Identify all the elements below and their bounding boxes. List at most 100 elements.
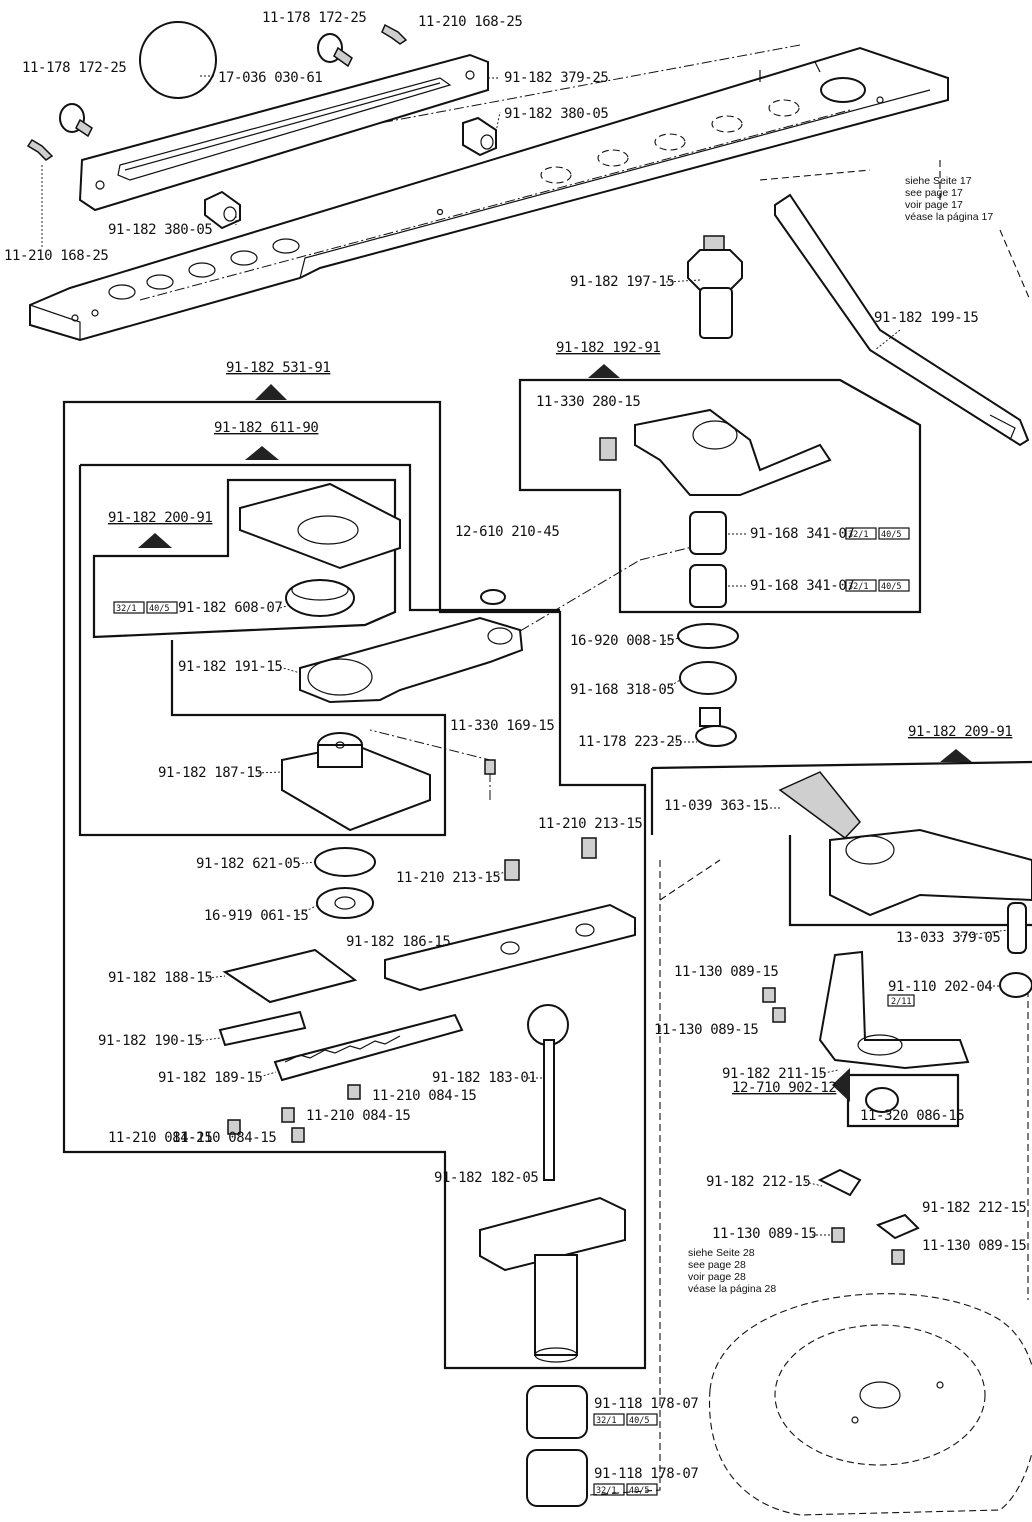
part-label: 91-182 379-25 xyxy=(504,70,608,86)
part-label: 91-182 182-05 xyxy=(434,1170,538,1186)
part-label: 91-182 199-15 xyxy=(874,310,978,326)
part-label: 11-130 089-15 xyxy=(674,964,778,980)
assembly-markers xyxy=(138,364,972,1102)
part-label: 91-182 212-15 xyxy=(922,1200,1026,1216)
part-label: 91-182 380-05 xyxy=(504,106,608,122)
stud-knob-icon xyxy=(59,103,93,138)
assembly-triangle-icon xyxy=(245,446,279,460)
page-ref-line: siehe Seite 28 xyxy=(688,1247,755,1259)
part-label: 16-920 008-15 xyxy=(570,633,674,649)
tag-box: 32/1 xyxy=(593,1483,625,1496)
assembly-label: 91-182 611-90 xyxy=(214,420,318,436)
part-label: 11-130 089-15 xyxy=(654,1022,758,1038)
tag-box: 40/5 xyxy=(878,527,910,540)
svg-text:32/1: 32/1 xyxy=(848,582,868,592)
tag-box: 32/1 xyxy=(113,601,145,614)
svg-text:40/5: 40/5 xyxy=(881,582,901,592)
tag-box: 2/11 xyxy=(887,994,915,1007)
part-label: 11-210 084-15 xyxy=(172,1130,276,1146)
left-assembly-parts xyxy=(218,482,636,1363)
part-label: 11-210 084-15 xyxy=(372,1088,476,1104)
part-label: 91-182 608-07 xyxy=(178,600,282,616)
right-parts xyxy=(526,408,1032,1516)
revision-tags: 32/1 40/5 32/1 40/5 32/1 40/5 2/11 32/1 … xyxy=(113,527,915,1496)
assembly-label: 91-182 531-91 xyxy=(226,360,330,376)
bushing-icon xyxy=(462,116,497,157)
part-label: 91-118 178-07 xyxy=(594,1466,698,1482)
svg-text:40/5: 40/5 xyxy=(629,1486,649,1496)
tag-box: 40/5 xyxy=(878,579,910,592)
part-label: 11-178 223-25 xyxy=(578,734,682,750)
page-ref-28: siehe Seite 28 see page 28 voir page 28 … xyxy=(688,1247,776,1295)
screw-icon xyxy=(381,23,408,45)
part-label: 16-919 061-15 xyxy=(204,908,308,924)
part-label: 11-178 172-25 xyxy=(22,60,126,76)
part-label: 91-182 191-15 xyxy=(178,659,282,675)
part-label: 13-033 379-05 xyxy=(896,930,1000,946)
part-label: 91-182 187-15 xyxy=(158,765,262,781)
assembly-triangle-icon xyxy=(138,533,172,548)
part-label: 11-320 086-15 xyxy=(860,1108,964,1124)
tag-box: 40/5 xyxy=(146,601,178,614)
part-label: 91-182 189-15 xyxy=(158,1070,262,1086)
svg-text:40/5: 40/5 xyxy=(629,1416,649,1426)
hex-bolt-icon xyxy=(687,235,743,339)
bushing-icon xyxy=(204,190,241,230)
part-label: 91-182 380-05 xyxy=(108,222,212,238)
part-label: 91-168 341-07 xyxy=(750,578,854,594)
part-label: 91-182 190-15 xyxy=(98,1033,202,1049)
part-label: 11-210 084-15 xyxy=(306,1108,410,1124)
page-ref-line: voir page 17 xyxy=(905,199,963,211)
part-label: 91-182 186-15 xyxy=(346,934,450,950)
assembly-triangle-icon xyxy=(940,749,972,762)
svg-text:32/1: 32/1 xyxy=(116,604,136,614)
part-label: 11-210 084-15 xyxy=(108,1130,212,1146)
svg-text:40/5: 40/5 xyxy=(149,604,169,614)
leader-lines xyxy=(41,77,1009,1236)
part-label: 91-118 178-07 xyxy=(594,1396,698,1412)
page-ref-line: voir page 28 xyxy=(688,1271,746,1283)
part-label: 11-210 168-25 xyxy=(4,248,108,264)
part-label: 91-182 197-15 xyxy=(570,274,674,290)
part-label: 91-168 318-05 xyxy=(570,682,674,698)
page-ref-17: siehe Seite 17 see page 17 voir page 17 … xyxy=(905,175,993,223)
part-label: 11-330 169-15 xyxy=(450,718,554,734)
part-label: 11-130 089-15 xyxy=(922,1238,1026,1254)
part-label: 91-182 183-01 xyxy=(432,1070,536,1086)
tag-box: 32/1 xyxy=(593,1413,625,1426)
assembly-label: 91-182 209-91 xyxy=(908,724,1012,740)
tag-box: 40/5 xyxy=(626,1413,658,1426)
part-label: 11-210 213-15 xyxy=(538,816,642,832)
screw-icon xyxy=(26,138,54,161)
assembly-label: 91-182 192-91 xyxy=(556,340,660,356)
part-label: 91-182 621-05 xyxy=(196,856,300,872)
part-label: 91-110 202-04 xyxy=(888,979,992,995)
part-labels: 11-178 172-25 11-210 168-25 11-178 172-2… xyxy=(4,10,1027,1482)
part-label: 11-130 089-15 xyxy=(712,1226,816,1242)
part-label: 11-330 280-15 xyxy=(536,394,640,410)
assembly-labels: 91-182 531-91 91-182 611-90 91-182 200-9… xyxy=(108,340,1013,1096)
part-label: 11-039 363-15 xyxy=(664,798,768,814)
page-ref-line: véase la página 17 xyxy=(905,211,993,223)
part-label: 11-210 213-15 xyxy=(396,870,500,886)
page-ref-line: siehe Seite 17 xyxy=(905,175,972,187)
part-label: 91-168 341-07 xyxy=(750,526,854,542)
stud-knob-icon xyxy=(317,33,353,68)
page-ref-line: véase la página 28 xyxy=(688,1283,776,1295)
part-label: 91-182 211-15 xyxy=(722,1066,826,1082)
tag-box: 32/1 xyxy=(845,527,877,540)
part-label: 12-610 210-45 xyxy=(455,524,559,540)
tag-box: 40/5 xyxy=(626,1483,658,1496)
svg-text:32/1: 32/1 xyxy=(848,530,868,540)
assembly-outline-main xyxy=(62,378,1032,1496)
svg-text:2/11: 2/11 xyxy=(891,997,911,1007)
assembly-triangle-icon xyxy=(255,384,287,400)
assembly-label: 91-182 200-91 xyxy=(108,510,212,526)
assembly-triangle-icon xyxy=(588,364,620,378)
svg-text:32/1: 32/1 xyxy=(596,1416,616,1426)
assembly-label: 12-710 902-12 xyxy=(732,1080,836,1096)
page-ref-line: see page 28 xyxy=(688,1259,746,1271)
svg-text:32/1: 32/1 xyxy=(596,1486,616,1496)
svg-text:40/5: 40/5 xyxy=(881,530,901,540)
